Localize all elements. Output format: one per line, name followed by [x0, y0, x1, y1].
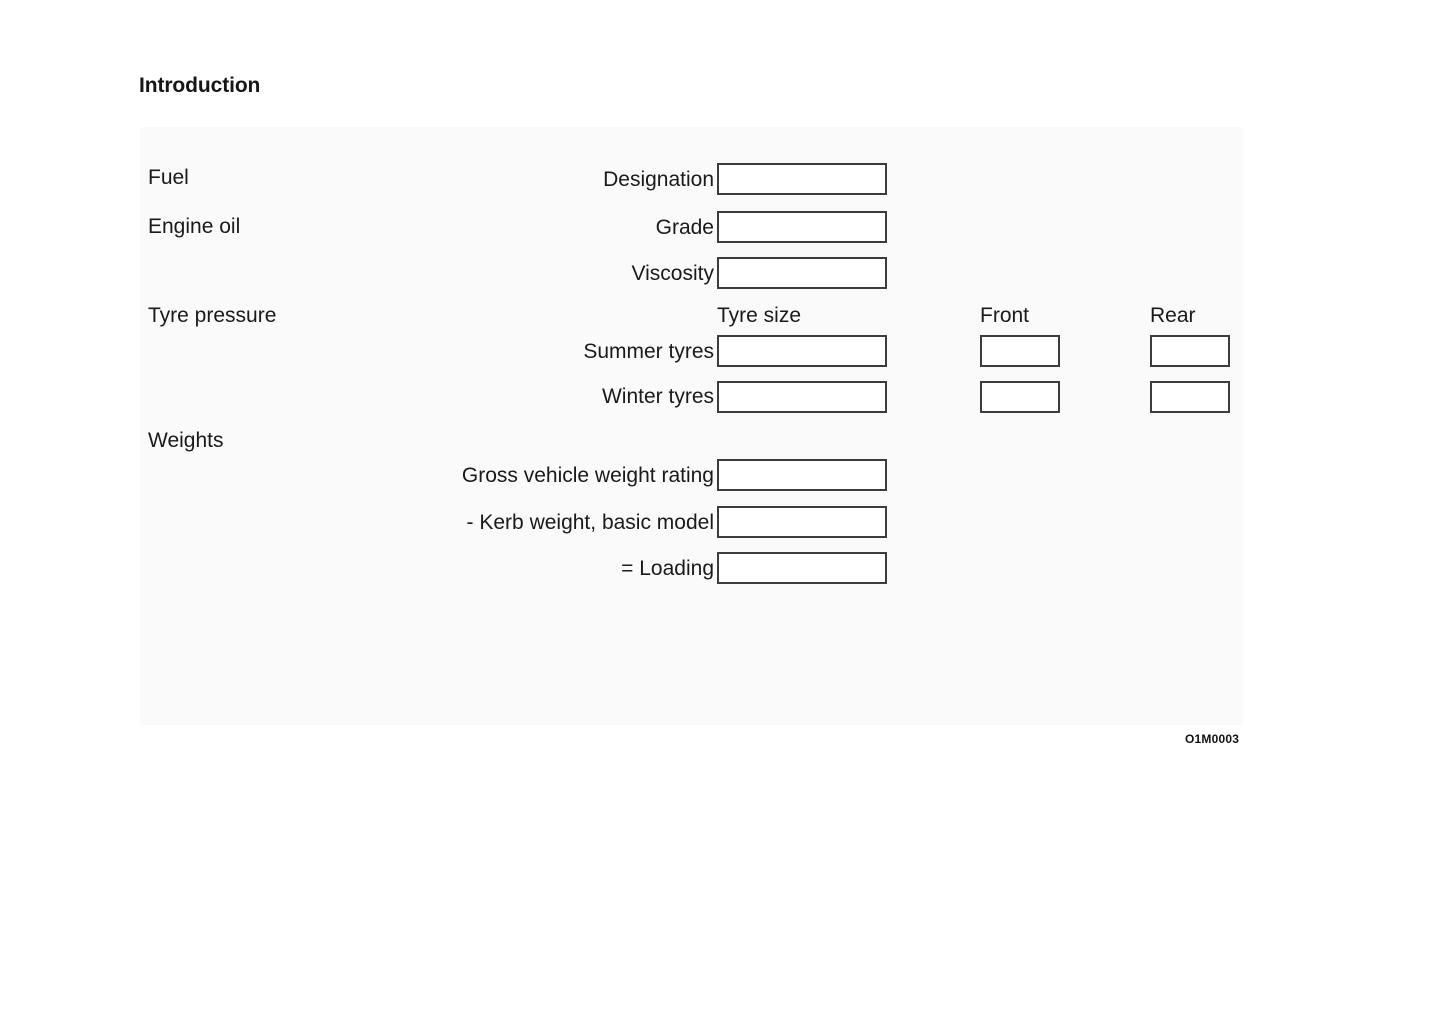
field-label-kerb-weight-basic-model: - Kerb weight, basic model	[466, 511, 714, 534]
section-label-tyre-pressure: Tyre pressure	[148, 304, 277, 327]
gross-vehicle-weight-rating-input[interactable]	[717, 459, 887, 491]
vehicle-data-form-panel: Fuel Engine oil Tyre pressure Weights Ty…	[140, 127, 1243, 725]
viscosity-input[interactable]	[717, 257, 887, 289]
winter-tyres-size-input[interactable]	[717, 381, 887, 413]
field-label-designation: Designation	[603, 168, 714, 191]
column-header-tyre-size: Tyre size	[717, 304, 802, 327]
section-label-fuel: Fuel	[148, 166, 189, 189]
summer-tyres-front-input[interactable]	[980, 335, 1060, 367]
winter-tyres-rear-input[interactable]	[1150, 381, 1230, 413]
grade-input[interactable]	[717, 211, 887, 243]
designation-input[interactable]	[717, 163, 887, 195]
column-header-rear: Rear	[1150, 304, 1196, 327]
field-label-grade: Grade	[655, 216, 714, 239]
summer-tyres-size-input[interactable]	[717, 335, 887, 367]
figure-reference-code: O1M0003	[1185, 732, 1240, 746]
summer-tyres-rear-input[interactable]	[1150, 335, 1230, 367]
field-label-gross-vehicle-weight-rating: Gross vehicle weight rating	[461, 464, 714, 487]
field-label-viscosity: Viscosity	[631, 262, 714, 285]
column-header-front: Front	[980, 304, 1030, 327]
kerb-weight-basic-model-input[interactable]	[717, 506, 887, 538]
section-label-weights: Weights	[148, 429, 224, 452]
field-label-winter-tyres: Winter tyres	[601, 385, 714, 408]
field-label-summer-tyres: Summer tyres	[583, 340, 714, 363]
winter-tyres-front-input[interactable]	[980, 381, 1060, 413]
loading-input[interactable]	[717, 552, 887, 584]
page-title: Introduction	[139, 74, 261, 97]
section-label-engine-oil: Engine oil	[148, 215, 241, 238]
field-label-loading: = Loading	[621, 557, 714, 580]
